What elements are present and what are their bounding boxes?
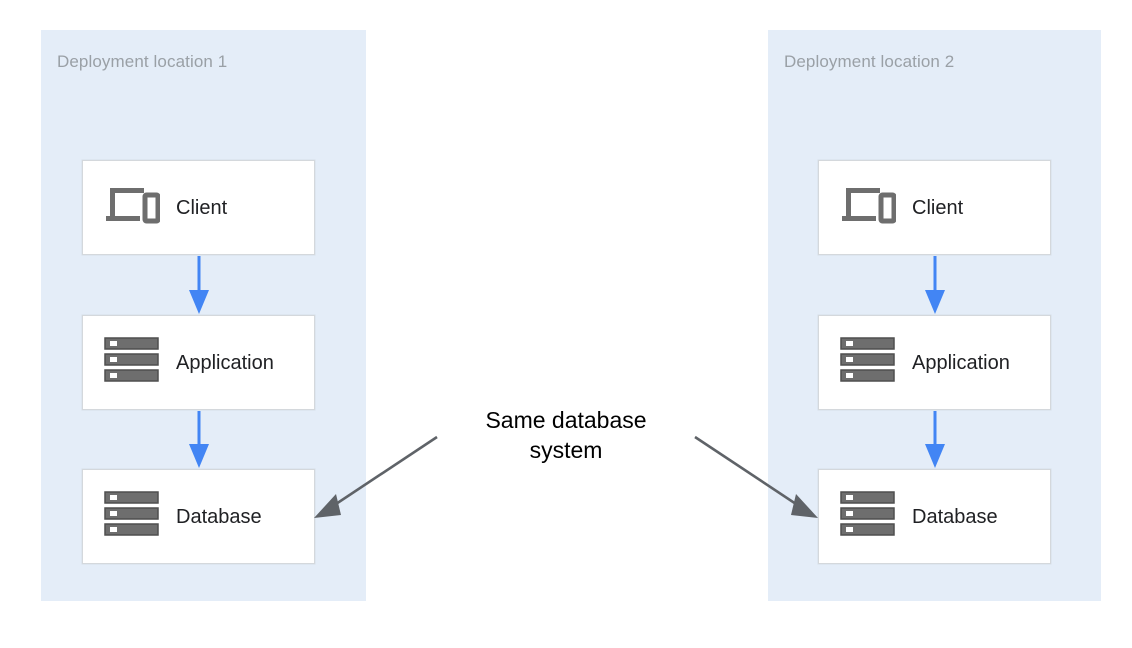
devices-icon <box>840 183 897 232</box>
node-database-zone-1[interactable]: Database <box>82 469 315 564</box>
node-label: Application <box>912 351 1010 374</box>
node-application-zone-1[interactable]: Application <box>82 315 315 410</box>
server-icon <box>104 336 160 389</box>
node-client-zone-2[interactable]: Client <box>818 160 1051 255</box>
devices-icon <box>104 183 161 232</box>
node-label: Application <box>176 351 274 374</box>
node-client-zone-1[interactable]: Client <box>82 160 315 255</box>
server-icon <box>840 490 896 543</box>
annotation-line-1: Same database <box>485 407 647 433</box>
node-label: Client <box>912 196 964 219</box>
zone-2-label: Deployment location 2 <box>784 52 955 71</box>
server-icon <box>840 336 896 389</box>
node-label: Database <box>912 505 998 528</box>
server-icon <box>104 490 160 543</box>
node-application-zone-2[interactable]: Application <box>818 315 1051 410</box>
annotation-line-2: system <box>529 437 603 463</box>
node-label: Client <box>176 196 228 219</box>
node-database-zone-2[interactable]: Database <box>818 469 1051 564</box>
zone-1-label: Deployment location 1 <box>57 52 228 71</box>
node-label: Database <box>176 505 262 528</box>
annotation-label: Same database system <box>432 405 700 465</box>
